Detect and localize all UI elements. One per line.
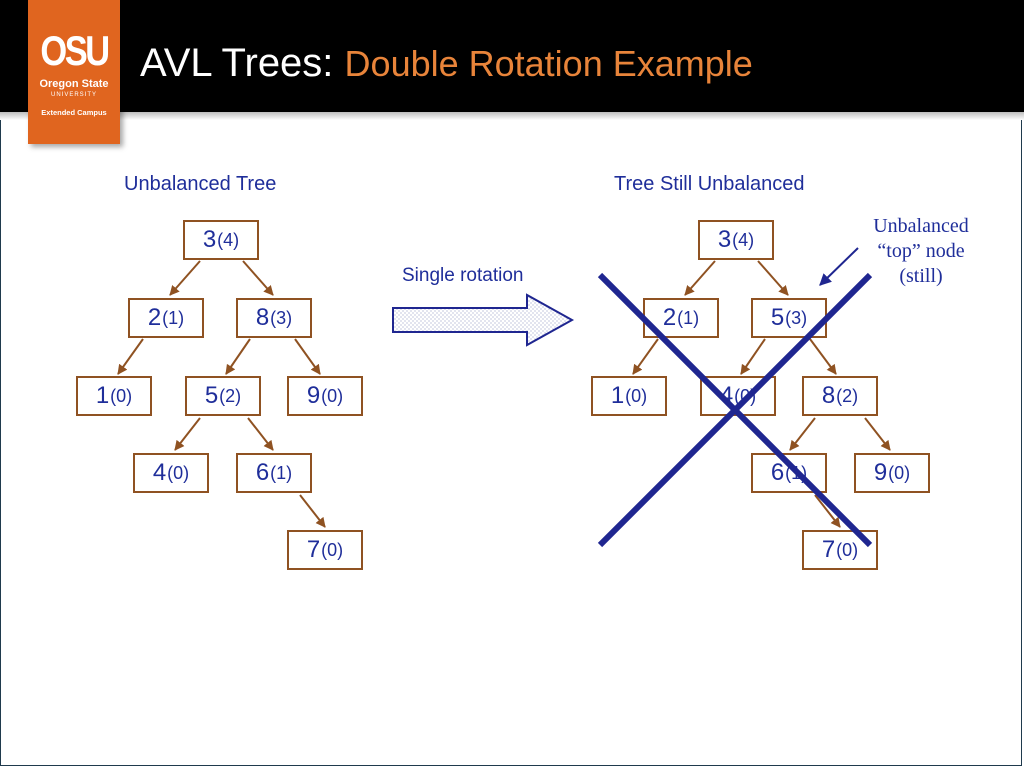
note-line-3: (still) (899, 265, 943, 287)
tree-node: 8(2) (802, 376, 878, 416)
node-balance: (0) (836, 539, 859, 560)
node-key: 4 (152, 459, 167, 486)
logo-campus: Extended Campus (41, 108, 107, 117)
edge-r-5-8 (809, 338, 837, 375)
node-balance: (0) (321, 385, 344, 406)
node-balance: (1) (270, 462, 293, 483)
node-balance: (2) (836, 385, 859, 406)
node-balance: (0) (321, 539, 344, 560)
node-key: 5 (204, 382, 219, 409)
edge-r-5-4 (740, 338, 766, 375)
node-key: 9 (306, 382, 321, 409)
tree-node: 7(0) (287, 530, 363, 570)
node-key: 3 (202, 226, 217, 253)
tree-node: 5(3) (751, 298, 827, 338)
node-balance: (4) (732, 229, 755, 250)
tree-node: 9(0) (854, 453, 930, 493)
node-key: 6 (255, 459, 270, 486)
edge-r-2-1 (632, 338, 659, 375)
node-balance: (1) (162, 307, 185, 328)
tree-node: 9(0) (287, 376, 363, 416)
node-key: 3 (717, 226, 732, 253)
edge-r-6-7 (814, 494, 841, 528)
logo-name: Oregon State (39, 78, 109, 90)
note-line-1: Unbalanced (873, 215, 969, 237)
tree-node: 4(0) (133, 453, 209, 493)
edge-3-2 (169, 260, 201, 296)
tree-node: 1(0) (76, 376, 152, 416)
edge-5-4 (174, 417, 201, 451)
edge-5-6 (247, 417, 274, 451)
tree-node: 8(3) (236, 298, 312, 338)
node-key: 9 (873, 459, 888, 486)
unbalanced-top-note: Unbalanced “top” node (still) (848, 214, 994, 289)
node-key: 4 (719, 382, 734, 409)
tree-node: 2(1) (643, 298, 719, 338)
tree-node: 4(0) (700, 376, 776, 416)
rotation-label: Single rotation (402, 265, 524, 286)
right-tree-caption: Tree Still Unbalanced (614, 173, 805, 195)
tree-node: 5(2) (185, 376, 261, 416)
node-balance: (0) (110, 385, 133, 406)
node-key: 1 (610, 382, 625, 409)
node-key: 1 (95, 382, 110, 409)
node-key: 2 (662, 304, 677, 331)
node-balance: (4) (217, 229, 240, 250)
title-subtitle: Double Rotation Example (344, 43, 753, 84)
tree-node: 3(4) (183, 220, 259, 260)
tree-node: 7(0) (802, 530, 878, 570)
edge-3-8 (242, 260, 274, 296)
node-balance: (0) (734, 385, 757, 406)
node-key: 5 (770, 304, 785, 331)
edge-6-7 (299, 494, 326, 528)
edge-8-5 (225, 338, 251, 375)
node-key: 8 (255, 304, 270, 331)
rotation-arrow (392, 293, 575, 347)
edge-2-1 (117, 338, 144, 375)
tree-node: 6(1) (236, 453, 312, 493)
node-balance: (0) (888, 462, 911, 483)
node-balance: (0) (167, 462, 190, 483)
node-key: 8 (821, 382, 836, 409)
node-balance: (1) (785, 462, 808, 483)
note-line-2: “top” node (877, 240, 965, 262)
tree-node: 1(0) (591, 376, 667, 416)
node-balance: (1) (677, 307, 700, 328)
node-balance: (3) (785, 307, 808, 328)
edge-8-9 (294, 338, 321, 375)
edge-r-3-5 (757, 260, 789, 296)
node-key: 7 (821, 536, 836, 563)
edge-r-3-2 (684, 260, 716, 296)
slide-title: AVL Trees: Double Rotation Example (140, 38, 753, 89)
title-main: AVL Trees: (140, 41, 334, 85)
logo-mark: OSU (40, 27, 110, 74)
osu-logo: OSU Oregon State UNIVERSITY Extended Cam… (28, 0, 120, 144)
node-key: 6 (770, 459, 785, 486)
node-key: 2 (147, 304, 162, 331)
tree-node: 2(1) (128, 298, 204, 338)
slide-header: AVL Trees: Double Rotation Example (0, 0, 1024, 112)
logo-university: UNIVERSITY (50, 92, 97, 98)
header-divider (0, 112, 1024, 120)
node-balance: (2) (219, 385, 242, 406)
tree-node: 6(1) (751, 453, 827, 493)
tree-node: 3(4) (698, 220, 774, 260)
node-balance: (3) (270, 307, 293, 328)
left-tree-caption: Unbalanced Tree (124, 173, 277, 195)
edge-r-8-6 (789, 417, 816, 451)
node-balance: (0) (625, 385, 648, 406)
edge-r-8-9 (864, 417, 891, 451)
node-key: 7 (306, 536, 321, 563)
